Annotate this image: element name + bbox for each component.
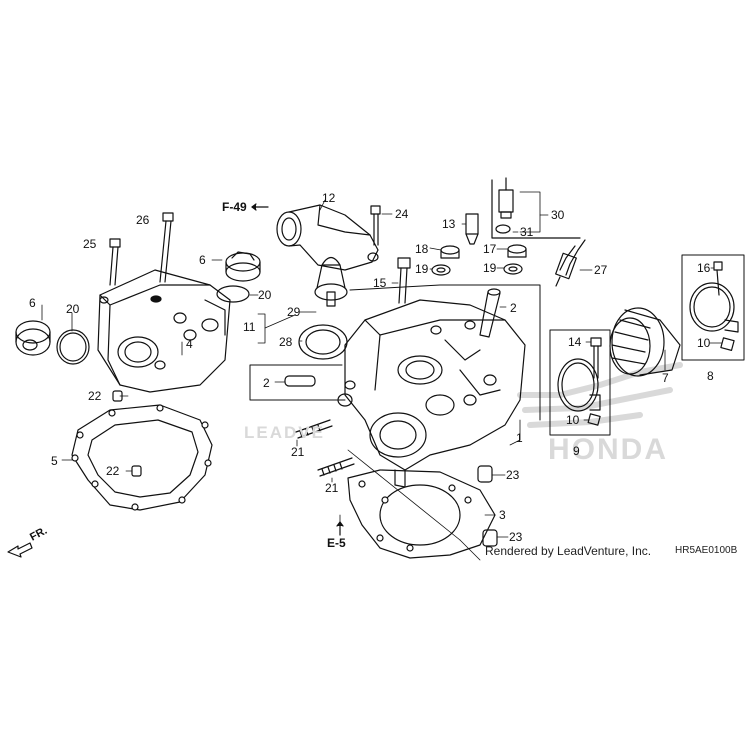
part-label-30: 30 bbox=[551, 208, 565, 222]
thermostat bbox=[314, 256, 348, 307]
part-label-16: 16 bbox=[697, 261, 711, 275]
part-label-1: 1 bbox=[516, 431, 523, 445]
thermostat-cover bbox=[276, 204, 379, 271]
part-label-2: 2 bbox=[263, 376, 270, 390]
group-box-upper bbox=[249, 284, 541, 421]
bolt-15 bbox=[397, 257, 411, 304]
cap-nut-18 bbox=[440, 245, 460, 259]
part-label-3: 3 bbox=[499, 508, 506, 522]
part-label-25: 25 bbox=[83, 237, 97, 251]
bolt-26 bbox=[159, 212, 174, 283]
e5-arrow bbox=[336, 521, 344, 536]
diagram-code: HR5AE0100B bbox=[675, 545, 738, 556]
side-cover-gasket bbox=[71, 404, 213, 511]
part-label-23: 23 bbox=[509, 530, 523, 544]
part-label-17: 17 bbox=[483, 242, 497, 256]
part-label-11: 11 bbox=[243, 320, 256, 334]
leadventure-watermark: LEADVE bbox=[244, 423, 325, 442]
part-label-19: 19 bbox=[415, 262, 429, 276]
part-label-6: 6 bbox=[29, 296, 36, 310]
part-label-21: 21 bbox=[325, 481, 339, 495]
guide-pin-2b bbox=[284, 375, 316, 387]
group-box-8 bbox=[681, 254, 745, 361]
part-label-10: 10 bbox=[566, 413, 580, 427]
part-label-10: 10 bbox=[697, 336, 711, 350]
part-label-27: 27 bbox=[594, 263, 608, 277]
part-label-22: 22 bbox=[88, 389, 102, 403]
part-label-24: 24 bbox=[395, 207, 409, 221]
o-ring-left bbox=[56, 329, 90, 365]
washer-19a bbox=[431, 264, 451, 276]
washer-19b bbox=[503, 263, 523, 275]
part-label-19: 19 bbox=[483, 261, 497, 275]
o-ring-31 bbox=[495, 224, 511, 234]
part-label-15: 15 bbox=[373, 276, 387, 290]
part-label-12: 12 bbox=[322, 191, 336, 205]
part-label-23: 23 bbox=[506, 468, 520, 482]
bolt-24 bbox=[370, 205, 381, 246]
cap-nut-17 bbox=[507, 244, 527, 258]
hose-band bbox=[557, 358, 601, 412]
part-label-4: 4 bbox=[186, 337, 193, 351]
part-label-8: 8 bbox=[707, 369, 714, 383]
nut-10a bbox=[587, 413, 601, 426]
oil-filler-cap-left bbox=[15, 320, 51, 356]
screw-14 bbox=[590, 337, 602, 379]
group-box-9 bbox=[549, 329, 611, 436]
part-label-21: 21 bbox=[291, 445, 305, 459]
render-credit: Rendered by LeadVenture, Inc. bbox=[485, 544, 652, 558]
dowel-pin-22b bbox=[131, 465, 142, 477]
cylinder-head-side-cover bbox=[97, 269, 231, 393]
part-label-20: 20 bbox=[258, 288, 272, 302]
part-label-5: 5 bbox=[51, 454, 58, 468]
stud-bolt-21a bbox=[295, 419, 333, 439]
part-label-31: 31 bbox=[520, 225, 534, 239]
part-label-9: 9 bbox=[573, 444, 580, 458]
front-direction-arrow bbox=[7, 542, 33, 558]
part-label-29: 29 bbox=[287, 305, 301, 319]
cylinder-head-gasket bbox=[347, 469, 496, 559]
sensor-30 bbox=[498, 177, 514, 219]
stud-bolt-21b bbox=[317, 457, 355, 477]
screw-16 bbox=[713, 261, 723, 296]
part-label-28: 28 bbox=[279, 335, 293, 349]
oil-filler-cap-upper bbox=[225, 251, 261, 282]
part-label-2: 2 bbox=[510, 301, 517, 315]
intake-pipe bbox=[609, 307, 681, 377]
part-label-20: 20 bbox=[66, 302, 80, 316]
cylinder-head bbox=[337, 299, 526, 488]
section-ref-e5[interactable]: E-5 bbox=[327, 536, 346, 550]
nut-10b bbox=[720, 337, 735, 351]
part-label-14: 14 bbox=[568, 335, 582, 349]
leader-lines bbox=[41, 191, 723, 561]
part-label-26: 26 bbox=[136, 213, 150, 227]
spark-plug bbox=[555, 239, 586, 287]
bolt-25 bbox=[109, 238, 121, 286]
part-label-22: 22 bbox=[106, 464, 120, 478]
honda-watermark: HONDA bbox=[548, 433, 668, 466]
part-label-7: 7 bbox=[662, 371, 669, 385]
dowel-pin-23a bbox=[477, 465, 493, 483]
o-ring-upper bbox=[216, 285, 250, 303]
part-label-6: 6 bbox=[199, 253, 206, 267]
f49-arrow bbox=[251, 203, 269, 211]
hose-band-8 bbox=[689, 282, 739, 333]
section-ref-f49[interactable]: F-49 bbox=[222, 200, 247, 214]
part-label-13: 13 bbox=[442, 217, 456, 231]
temperature-sensor bbox=[465, 213, 479, 245]
part-label-18: 18 bbox=[415, 242, 429, 256]
